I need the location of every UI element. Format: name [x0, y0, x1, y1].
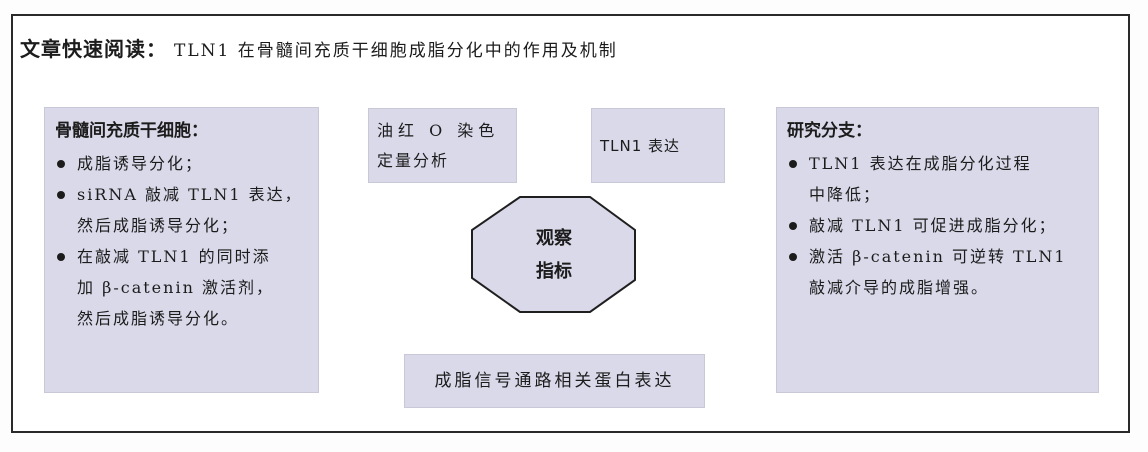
diagram-title: 文章快速阅读 ： TLN1 在骨髓间充质干细胞成脂分化中的作用及机制 — [20, 33, 618, 62]
octagon-label: 观察 指标 — [536, 228, 572, 282]
right-box-list: TLN1 表达在成脂分化过程 中降低； 敲减 TLN1 可促进成脂分化； 激活 … — [787, 148, 1088, 303]
octagon-shape — [471, 196, 636, 313]
list-item: 敲减 TLN1 可促进成脂分化； — [787, 210, 1088, 241]
signaling-protein-label: 成脂信号通路相关蛋白表达 — [434, 371, 675, 391]
left-box-heading: 骨髓间充质干细胞： — [55, 121, 208, 141]
title-label: 文章快速阅读 — [20, 37, 146, 61]
bullet-icon — [57, 253, 65, 261]
bullet-icon — [789, 253, 797, 261]
right-box-heading: 研究分支： — [787, 121, 872, 141]
list-item: TLN1 表达在成脂分化过程 中降低； — [787, 148, 1088, 210]
right-box-research-branches: 研究分支： TLN1 表达在成脂分化过程 中降低； 敲减 TLN1 可促进成脂分… — [776, 107, 1099, 393]
left-box-bmsc: 骨髓间充质干细胞： 成脂诱导分化； siRNA 敲减 TLN1 表达， 然后成脂… — [44, 107, 319, 393]
oil-red-line1: 油红 O 染色 — [377, 121, 500, 140]
bullet-icon — [57, 191, 65, 199]
tln1-expression-box: TLN1 表达 — [591, 108, 725, 183]
bullet-icon — [789, 222, 797, 230]
oil-red-line2: 定量分析 — [377, 151, 450, 170]
left-box-list: 成脂诱导分化； siRNA 敲减 TLN1 表达， 然后成脂诱导分化； 在敲减 … — [55, 148, 308, 334]
oil-red-o-box: 油红 O 染色 定量分析 — [368, 108, 517, 183]
title-colon: ： — [146, 37, 166, 61]
tln1-expression-label: TLN1 表达 — [600, 137, 681, 155]
list-item: 激活 β-catenin 可逆转 TLN1 敲减介导的成脂增强。 — [787, 241, 1088, 303]
list-item: 成脂诱导分化； — [55, 148, 308, 179]
list-item: 在敲减 TLN1 的同时添 加 β-catenin 激活剂， 然后成脂诱导分化。 — [55, 241, 308, 334]
signaling-protein-box: 成脂信号通路相关蛋白表达 — [404, 354, 705, 408]
title-text: TLN1 在骨髓间充质干细胞成脂分化中的作用及机制 — [174, 41, 618, 61]
bullet-icon — [57, 160, 65, 168]
list-item: siRNA 敲减 TLN1 表达， 然后成脂诱导分化； — [55, 179, 308, 241]
bullet-icon — [789, 160, 797, 168]
octagon-observation-indicators: 观察 指标 — [471, 196, 637, 314]
